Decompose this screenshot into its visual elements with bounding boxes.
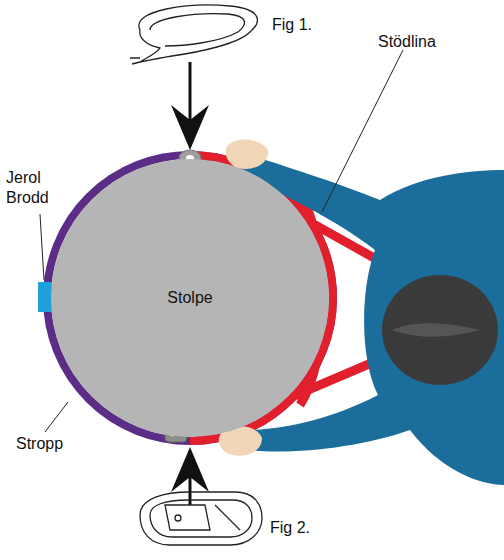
arrow-fig2: [171, 447, 209, 505]
arrow-fig1: [171, 62, 209, 150]
part-label: Stödlina: [378, 32, 488, 52]
figure-label: Fig 2.: [270, 518, 350, 538]
carabiner-icon: [140, 492, 262, 545]
post-label: Stolpe: [167, 289, 212, 307]
post-fill: [51, 159, 329, 437]
part-label: Stropp: [16, 434, 96, 454]
figure-label: Fig 1.: [272, 15, 352, 35]
strap-icon: [130, 5, 257, 64]
part-label: Jerol Brodd: [6, 168, 66, 208]
post-circle: Stolpe: [51, 159, 329, 437]
